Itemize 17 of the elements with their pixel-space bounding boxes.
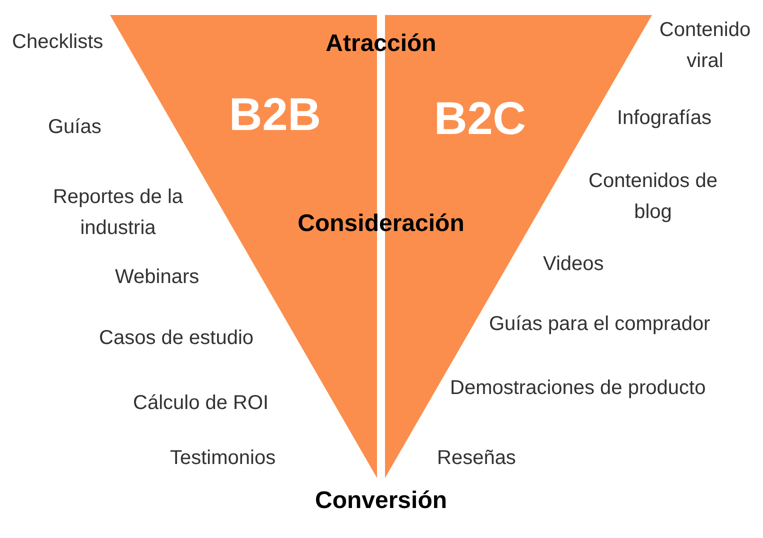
content-type-label: Contenidos de blog [588, 169, 718, 225]
content-type-label: Demostraciones de producto [450, 376, 706, 401]
segment-label: B2B [228, 87, 322, 141]
content-type-label: Testimonios [170, 446, 276, 471]
content-type-label: Guías [48, 115, 102, 140]
stage-label: Conversión [314, 487, 448, 515]
content-type-label: Casos de estudio [99, 326, 254, 351]
content-type-label: Videos [543, 252, 604, 277]
content-type-label: Guías para el comprador [489, 312, 710, 337]
content-type-label: Webinars [115, 265, 200, 290]
segment-label: B2C [434, 91, 526, 145]
content-type-label: Cálculo de ROI [133, 391, 269, 416]
content-type-label: Reportes de la industria [52, 185, 184, 241]
content-type-label: Reseñas [437, 446, 516, 471]
content-type-label: Infografías [617, 106, 712, 131]
content-type-label: Checklists [12, 30, 104, 55]
content-type-label: Contenido viral [658, 18, 752, 74]
